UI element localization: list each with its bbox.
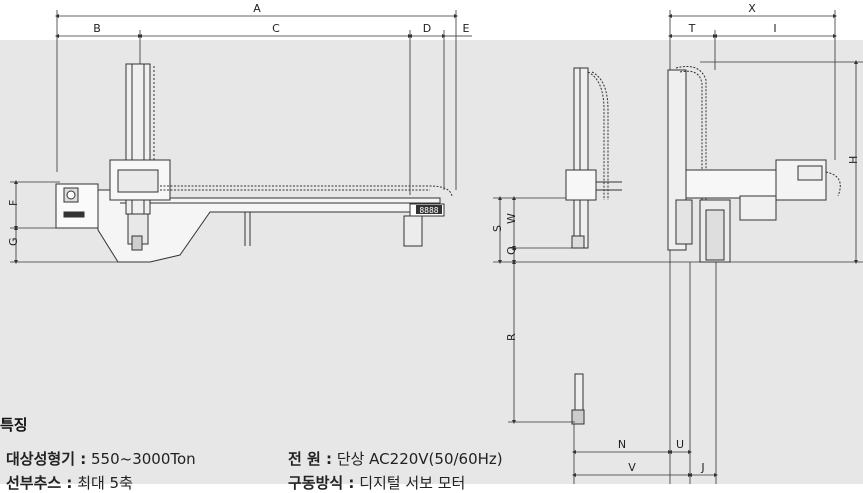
spec-item-power: 전 원 : 단상 AC220V(50/60Hz) (288, 448, 503, 469)
spec-value: 최대 5축 (72, 474, 133, 492)
dim-label-G: G (7, 237, 20, 246)
display-panel: 8888 (416, 205, 442, 215)
dim-label-A: A (253, 2, 261, 15)
spec-key: 구동방식 : (288, 474, 355, 492)
dimension-lines-bottom (572, 424, 718, 484)
features-heading: 특징 (0, 416, 28, 434)
dim-label-X: X (748, 2, 756, 15)
dim-label-Q: Q (505, 246, 518, 255)
side-view-robot (565, 67, 622, 425)
spec-key: 선부추스 : (6, 474, 73, 492)
dim-label-R: R (505, 333, 518, 341)
dim-label-C: C (272, 22, 280, 35)
dim-label-W: W (505, 213, 518, 224)
dim-label-J: J (700, 461, 704, 474)
spec-key: 전 원 : (288, 450, 333, 468)
dim-label-F: F (7, 200, 20, 206)
dimension-lines-fg (10, 180, 120, 264)
dimension-lines-top (55, 10, 472, 195)
front-view-robot (55, 63, 453, 263)
spec-key: 대상성형기 : (6, 450, 87, 468)
spec-value: 디지털 서보 모터 (354, 474, 466, 492)
spec-item-target-machine: 대상성형기 : 550~3000Ton (6, 448, 196, 469)
dim-label-T: T (688, 22, 696, 35)
display-digits: 8888 (419, 206, 438, 215)
dim-label-S: S (491, 225, 504, 232)
dim-label-N: N (618, 438, 626, 451)
dim-label-I: I (773, 22, 776, 35)
spec-item-drive: 구동방식 : 디지털 서보 모터 (288, 472, 465, 493)
dim-label-U: U (676, 438, 684, 451)
spec-value: 550~3000Ton (86, 450, 196, 468)
dim-label-E: E (463, 22, 470, 35)
mold-outline (669, 250, 717, 484)
dimension-lines-wsqr (493, 196, 863, 424)
dim-label-V: V (628, 461, 636, 474)
dim-label-D: D (423, 22, 431, 35)
dimension-lines-right (668, 10, 863, 264)
spec-value: 단상 AC220V(50/60Hz) (332, 450, 503, 468)
rear-view-robot (667, 66, 841, 263)
spec-item-axes: 선부추스 : 최대 5축 (6, 472, 133, 493)
dim-label-B: B (93, 22, 101, 35)
dim-label-H: H (847, 156, 860, 164)
